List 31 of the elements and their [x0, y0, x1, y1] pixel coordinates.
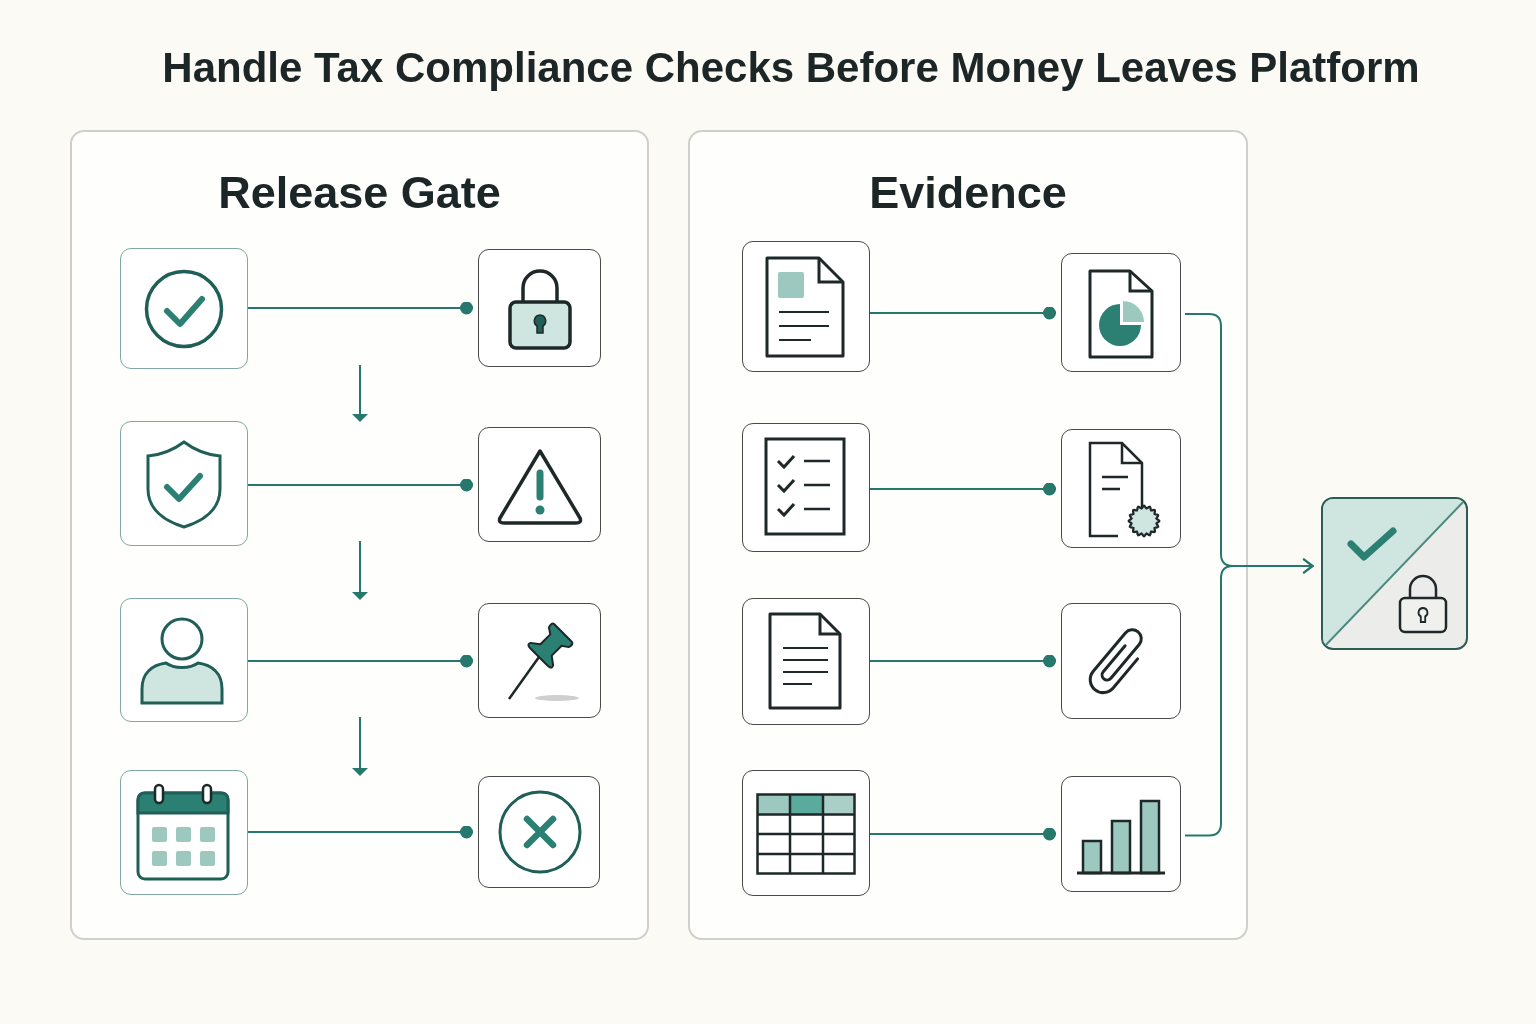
- icon-tile: [120, 248, 248, 369]
- icon-tile: [742, 423, 870, 552]
- icon-tile: [478, 603, 601, 718]
- connector-line: [869, 306, 1057, 320]
- panel: [688, 130, 1248, 940]
- icon-tile: [1061, 603, 1181, 719]
- connector-line: [247, 478, 474, 492]
- connector-line: [247, 825, 474, 839]
- icon-tile: [478, 427, 601, 542]
- icon-tile: [1061, 429, 1181, 548]
- connector-line: [247, 301, 474, 315]
- arrow: [1184, 558, 1314, 837]
- connector-line: [869, 482, 1057, 496]
- icon-tile: [478, 249, 601, 367]
- connector-line: [247, 654, 474, 668]
- icon-tile: [742, 598, 870, 725]
- icon-tile: [120, 421, 248, 546]
- panel-heading: Evidence: [869, 166, 1067, 220]
- status-tile: [1321, 497, 1468, 650]
- icon-tile: [120, 598, 248, 722]
- icon-tile: [478, 776, 600, 888]
- icon-tile: [742, 241, 870, 372]
- panel-heading: Release Gate: [218, 166, 501, 220]
- icon-tile: [1061, 776, 1181, 892]
- icon-tile: [120, 770, 248, 895]
- panel: [70, 130, 649, 940]
- diagram-title: Handle Tax Compliance Checks Before Money Leaves Platform: [162, 43, 1420, 93]
- connector-line: [869, 827, 1057, 841]
- icon-tile: [742, 770, 870, 896]
- connector-line: [869, 654, 1057, 668]
- icon-tile: [1061, 253, 1181, 372]
